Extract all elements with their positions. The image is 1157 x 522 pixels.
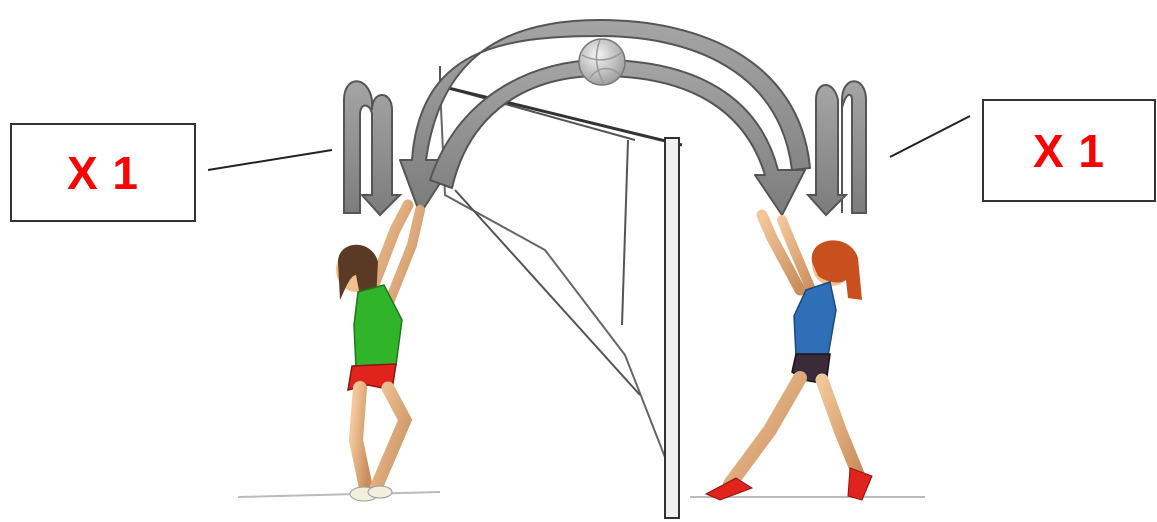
player-right [706, 215, 872, 500]
net-post [665, 138, 679, 518]
left-counter-box: X 1 [10, 123, 196, 222]
court-floor [238, 492, 925, 497]
left-counter-label: X 1 [67, 146, 139, 200]
spin-arrow-right-icon [808, 81, 866, 215]
left-connector-line [208, 150, 332, 170]
player-left [336, 205, 420, 501]
right-counter-box: X 1 [982, 99, 1156, 202]
volleyball-icon [579, 39, 625, 85]
right-connector-line [890, 116, 970, 157]
right-counter-label: X 1 [1033, 124, 1105, 178]
spin-arrow-left-icon [344, 81, 400, 215]
